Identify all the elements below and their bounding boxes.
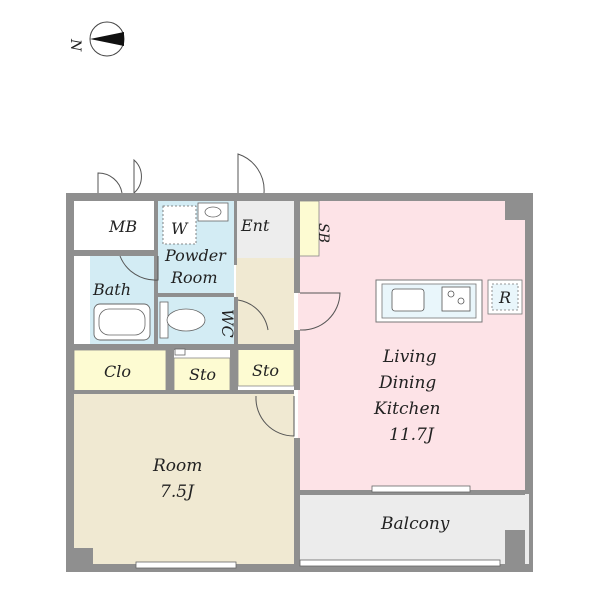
- mb-door: [97, 172, 123, 194]
- ent-label: Ent: [240, 216, 270, 235]
- north-compass: N: [67, 21, 125, 57]
- room-label: Room: [152, 456, 202, 476]
- r-label: R: [498, 288, 511, 307]
- sto-2-floor: [237, 345, 295, 387]
- mb-door-2: [133, 158, 142, 194]
- powder-door: [119, 255, 159, 281]
- ldk-label-2: Dining: [378, 373, 436, 393]
- sto-vent-icon: [174, 348, 186, 356]
- balcony-floor: [300, 494, 529, 564]
- powder-room-label-2: Room: [170, 268, 217, 287]
- ldk-label-area: 11.7J: [389, 425, 435, 445]
- ldk-label-1: Living: [382, 347, 437, 367]
- sto-2-label: Sto: [252, 361, 279, 380]
- room-floor-cut: [74, 548, 93, 564]
- ldk-door: [299, 292, 341, 331]
- sto-1-label: Sto: [189, 365, 216, 384]
- ldk-floor-ext: [505, 220, 525, 490]
- room-label-area: 7.5J: [160, 482, 195, 502]
- wc-label: WC: [218, 309, 237, 338]
- balcony-label: Balcony: [380, 514, 450, 534]
- clo-label: Clo: [104, 362, 131, 381]
- powder-room-label-1: Powder: [164, 246, 227, 265]
- doors: [97, 153, 341, 437]
- interior-walls: [74, 201, 525, 564]
- hall-floor: [236, 258, 294, 344]
- fridge-space: [487, 279, 523, 315]
- mb-label: MB: [108, 217, 137, 236]
- kitchen-sink-icon: [391, 288, 425, 312]
- wc-door: [237, 299, 269, 331]
- compass-needle-icon: [90, 32, 124, 46]
- w-label: W: [171, 219, 189, 238]
- bath-label: Bath: [92, 280, 131, 299]
- mb-closet: [74, 201, 154, 250]
- ldk-label-3: Kitchen: [373, 399, 440, 419]
- windows: [135, 485, 501, 569]
- bathtub-icon: [93, 303, 151, 341]
- room-door: [255, 395, 295, 437]
- entrance-door: [237, 153, 265, 194]
- room-floor: [74, 394, 294, 564]
- toilet-icon: [159, 301, 206, 339]
- sb-label: SB: [315, 223, 331, 243]
- ldk-floor: [298, 201, 505, 490]
- compass-north-label: N: [67, 38, 83, 52]
- wash-basin-icon: [197, 202, 229, 222]
- stove-icon: [441, 286, 471, 312]
- washing-machine-area: [162, 205, 197, 245]
- entry-floor: [236, 201, 294, 258]
